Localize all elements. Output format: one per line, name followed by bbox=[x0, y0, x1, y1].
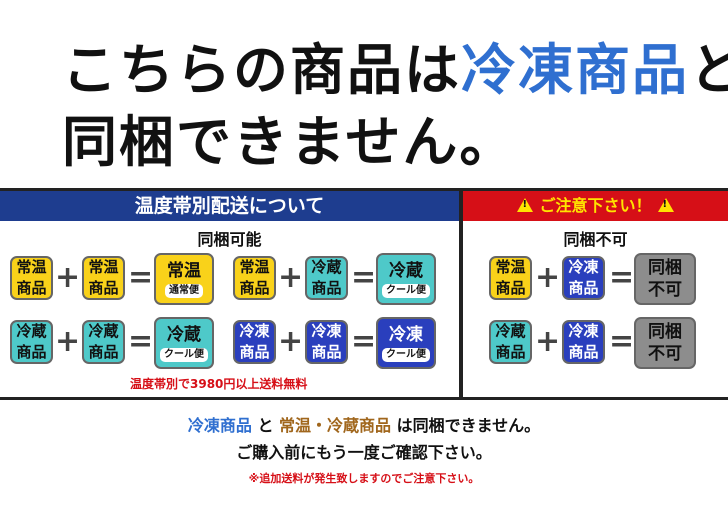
result-title: 冷凍 bbox=[389, 325, 423, 345]
bottom-note: ※追加送料が発生致しますのでご注意下さい。 bbox=[248, 472, 480, 485]
headline-highlight: 冷凍商品 bbox=[461, 38, 690, 102]
equals-sign: = bbox=[128, 260, 154, 295]
result-box-reizou: 冷蔵クール便 bbox=[376, 253, 436, 305]
equals-sign: = bbox=[609, 260, 635, 295]
equals-sign: = bbox=[351, 260, 377, 295]
divider-bottom bbox=[0, 397, 728, 400]
equals-sign: = bbox=[609, 324, 635, 359]
headline-suffix: と bbox=[689, 38, 728, 102]
right-panel-header-label: ご注意下さい！ bbox=[539, 196, 652, 215]
bottom-cannot-bundle: は同梱できません。 bbox=[391, 416, 541, 435]
box-reitou: 冷凍商品 bbox=[562, 256, 605, 300]
plus-sign: + bbox=[278, 324, 304, 359]
result-pill: クール便 bbox=[160, 348, 208, 362]
box-jouon: 常温商品 bbox=[233, 256, 276, 300]
box-reizou: 冷蔵商品 bbox=[489, 320, 532, 364]
equals-sign: = bbox=[351, 324, 377, 359]
box-reitou: 冷凍商品 bbox=[233, 320, 276, 364]
headline-prefix: こちらの商品は bbox=[62, 38, 462, 102]
result-title: 冷蔵 bbox=[167, 325, 201, 345]
bottom-line-1: 冷凍商品 と 常温・冷蔵商品 は同梱できません。 bbox=[0, 412, 728, 436]
result-title: 常温 bbox=[167, 261, 201, 281]
plus-sign: + bbox=[55, 324, 81, 359]
divider-top bbox=[0, 188, 728, 191]
left-panel-header: 温度帯別配送について bbox=[0, 191, 459, 221]
headline-line-1: こちらの商品は冷凍商品と bbox=[62, 40, 728, 100]
warning-icon bbox=[517, 198, 534, 212]
result-box-not-allowed: 同梱不可 bbox=[634, 317, 696, 369]
bottom-frozen: 冷凍商品 bbox=[187, 416, 252, 435]
box-reizou: 冷蔵商品 bbox=[10, 320, 53, 364]
box-reitou: 冷凍商品 bbox=[305, 320, 348, 364]
equals-sign: = bbox=[128, 324, 154, 359]
result-box-reitou: 冷凍クール便 bbox=[376, 317, 436, 369]
result-box-not-allowed: 同梱不可 bbox=[634, 253, 696, 305]
right-panel-header: ご注意下さい！ bbox=[463, 191, 728, 221]
result-pill: クール便 bbox=[382, 348, 430, 362]
box-jouon: 常温商品 bbox=[10, 256, 53, 300]
warning-icon bbox=[657, 198, 674, 212]
box-jouon: 常温商品 bbox=[82, 256, 125, 300]
divider-vertical bbox=[459, 188, 463, 400]
box-reizou: 冷蔵商品 bbox=[305, 256, 348, 300]
bottom-line-2: ご購入前にもう一度ご確認下さい。 bbox=[236, 443, 492, 462]
result-pill: 通常便 bbox=[165, 284, 203, 298]
plus-sign: + bbox=[55, 260, 81, 295]
box-reitou: 冷凍商品 bbox=[562, 320, 605, 364]
result-pill: クール便 bbox=[382, 284, 430, 298]
plus-sign: + bbox=[278, 260, 304, 295]
bottom-ambient-chilled: 常温・冷蔵商品 bbox=[279, 416, 392, 435]
plus-sign: + bbox=[535, 324, 561, 359]
plus-sign: + bbox=[535, 260, 561, 295]
result-box-jouon: 常温通常便 bbox=[154, 253, 214, 305]
result-title: 冷蔵 bbox=[389, 261, 423, 281]
left-panel-subheader: 同梱可能 bbox=[197, 230, 262, 249]
free-shipping-note: 温度帯別で3980円以上送料無料 bbox=[130, 377, 308, 391]
right-panel-subheader: 同梱不可 bbox=[563, 230, 628, 249]
result-box-reizou: 冷蔵クール便 bbox=[154, 317, 214, 369]
bottom-and: と bbox=[251, 416, 280, 435]
box-reizou: 冷蔵商品 bbox=[82, 320, 125, 364]
box-jouon: 常温商品 bbox=[489, 256, 532, 300]
headline-line-2: 同梱できません。 bbox=[62, 110, 517, 174]
